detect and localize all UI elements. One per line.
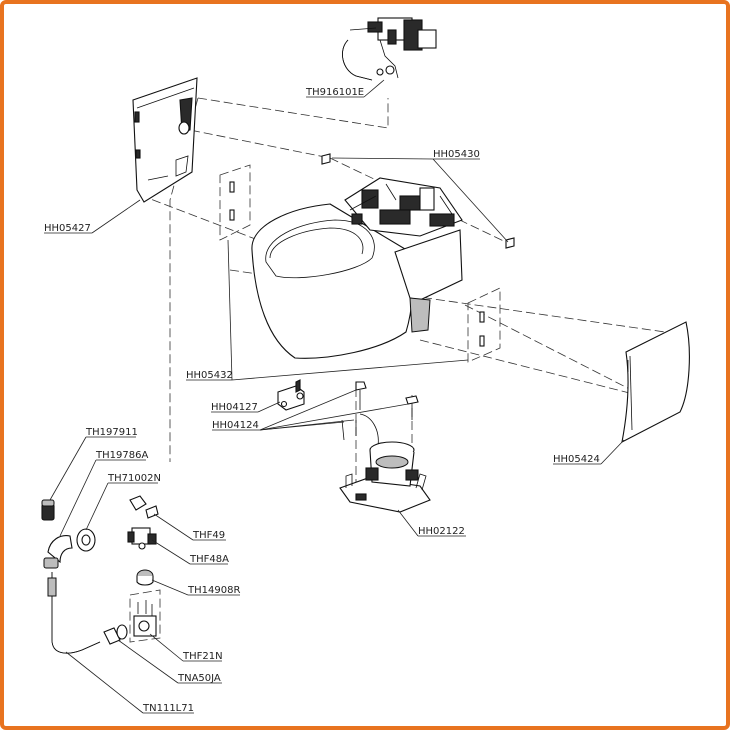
part-label-hh05432: HH05432 [186, 370, 233, 381]
part-label-hh05427: HH05427 [44, 223, 91, 234]
part-label-th71002n: TH71002N [107, 473, 161, 484]
part-label-tn111l71: TN111L71 [142, 703, 194, 714]
part-label-hh04124: HH04124 [212, 420, 259, 431]
part-label-th19786a: TH19786A [95, 450, 148, 461]
part-label-hh05424: HH05424 [553, 454, 600, 465]
part-label-tna50ja: TNA50JA [177, 673, 221, 684]
drain-adapter-part [339, 441, 431, 513]
supply-fittings [41, 495, 159, 654]
anchor-bolt-parts [341, 381, 419, 447]
control-module-part [342, 17, 437, 81]
part-label-hh02122: HH02122 [418, 526, 465, 537]
wall-bracket-part [277, 379, 305, 411]
clip-part [321, 153, 515, 249]
rear-panel-part [132, 77, 198, 203]
part-label-th916101e: TH916101E [305, 87, 364, 98]
part-label-thf49: THF49 [192, 530, 225, 541]
part-label-th14908r: TH14908R [187, 585, 240, 596]
bracket-parts [229, 181, 485, 347]
part-label-thf48a: THF48A [189, 554, 229, 565]
part-label-hh05430: HH05430 [433, 149, 480, 160]
part-callouts: TH916101E HH05430 HH05427 HH05432 HH0412… [44, 79, 625, 714]
side-cover-part [621, 321, 690, 444]
toilet-bowl-body [251, 177, 463, 359]
part-label-thf21n: THF21N [182, 651, 223, 662]
part-label-th197911: TH197911 [85, 427, 138, 438]
part-label-hh04127: HH04127 [211, 402, 258, 413]
